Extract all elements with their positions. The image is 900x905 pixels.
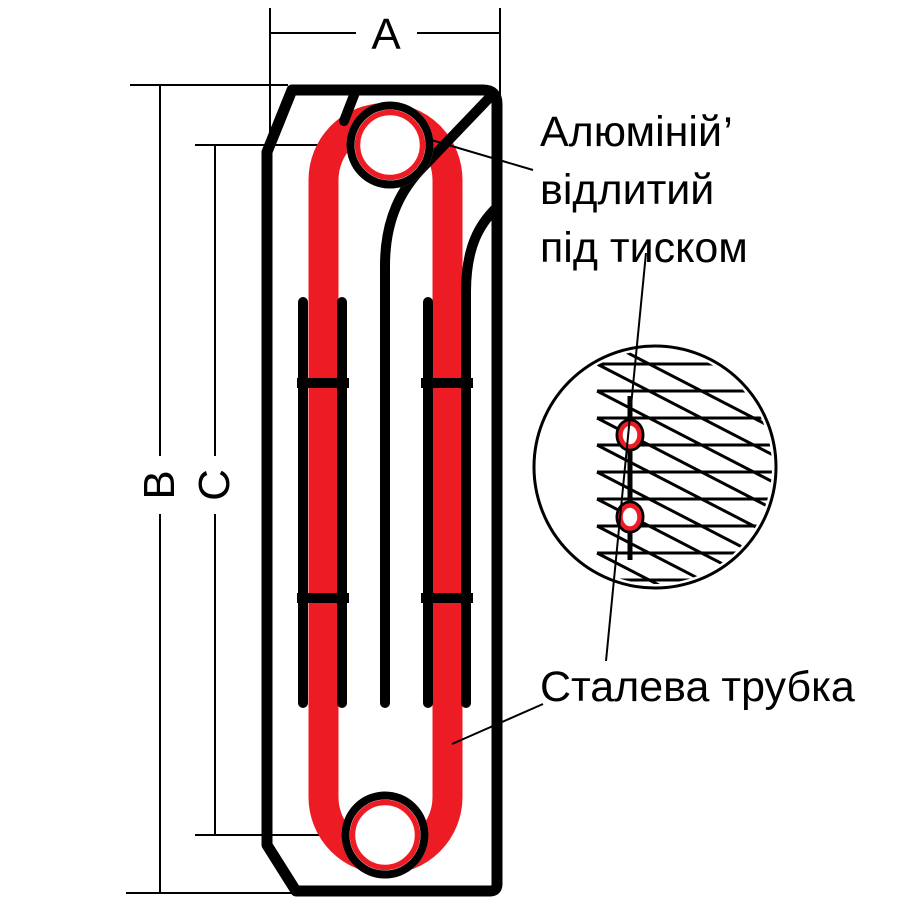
aluminum-label: Алюміній, bbox=[540, 84, 734, 156]
collector-top bbox=[346, 101, 434, 189]
aluminum-label-comma: , bbox=[722, 84, 734, 132]
leader-aluminum-collector bbox=[427, 138, 534, 171]
body-outline bbox=[261, 84, 503, 897]
dimension-b bbox=[126, 84, 292, 894]
dim-b-label: B bbox=[135, 470, 184, 499]
leader-steel-tube bbox=[451, 703, 544, 745]
collector-top-black-ring bbox=[346, 101, 434, 189]
fin-hatch-diagonal bbox=[596, 524, 772, 584]
leader-through-detail bbox=[605, 252, 647, 662]
fin-hatch-diagonal bbox=[596, 362, 772, 458]
neck-s-curve-right bbox=[461, 203, 501, 708]
fin-hatch-diagonal bbox=[596, 389, 772, 485]
fin-hatch-diagonal bbox=[596, 551, 772, 584]
aluminum-label-line3: під тиском bbox=[540, 224, 748, 272]
collector-top-red-ring bbox=[354, 109, 426, 181]
leader-lines bbox=[427, 138, 647, 745]
fin-crossbars bbox=[297, 378, 473, 603]
aluminum-label-line1: Алюміній bbox=[540, 108, 722, 156]
detail-tube-bottom bbox=[615, 500, 645, 534]
collector-bottom bbox=[341, 791, 429, 879]
detail-view bbox=[532, 344, 778, 590]
dim-a-label: A bbox=[371, 10, 401, 59]
aluminum-label-line2: відлитий bbox=[540, 166, 714, 214]
fin-hatch-diagonal bbox=[596, 578, 772, 584]
collector-bottom-black-ring bbox=[341, 791, 429, 879]
steel-tube-label: Сталева трубка bbox=[540, 663, 855, 711]
dim-c-label: C bbox=[190, 469, 239, 501]
collector-bottom-red-ring bbox=[349, 799, 421, 871]
